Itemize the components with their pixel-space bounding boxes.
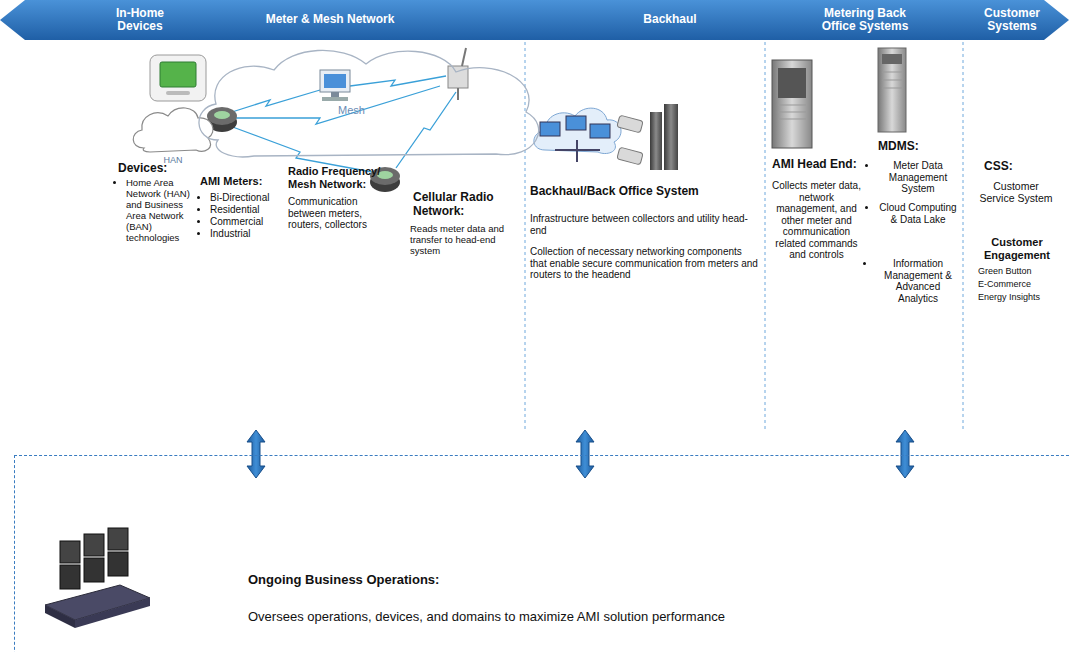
description: Collection of necessary networking compo… <box>530 246 758 281</box>
mesh-cloud-shape <box>190 42 552 162</box>
banner-arrow: In-Home Devices Meter & Mesh Network Backh… <box>0 0 1069 40</box>
description: Home Area Network (HAN) and Business Are… <box>126 178 202 244</box>
list-item: Information Management & Advanced Analyt… <box>876 258 960 304</box>
description: Infrastructure between collectors and ut… <box>530 213 758 236</box>
group-heading: Cellular Radio Network: <box>413 191 513 219</box>
description: Reads meter data and transfer to head-en… <box>410 224 514 257</box>
group-heading: Radio Frequency/ Mesh Network: <box>288 165 400 190</box>
group-heading: Backhaul/Back Office System <box>530 185 758 199</box>
list-item: Meter Data Management System <box>878 160 958 195</box>
group-heading: CSS: <box>984 160 1054 174</box>
operations-panel: Ongoing Business Operations: Oversees ope… <box>14 455 1069 652</box>
section-heading: Backhaul <box>615 13 725 26</box>
panel-heading: Ongoing Business Operations: <box>248 573 439 588</box>
list-item: Cloud Computing & Data Lake <box>878 202 958 225</box>
han-cloud: HAN <box>126 100 220 166</box>
section-heading: In-Home Devices <box>102 7 178 33</box>
list-item: Green Button <box>978 266 1064 276</box>
list-item: Residential <box>210 204 284 216</box>
group-heading: MDMS: <box>878 140 948 154</box>
section-heading: Metering Back Office Systems <box>809 7 921 33</box>
list-item: Bi-Directional <box>210 192 284 204</box>
list-item: Energy Insights <box>978 292 1064 302</box>
section-heading: Meter & Mesh Network <box>220 13 440 26</box>
list-item: Industrial <box>210 228 284 240</box>
panel-body: Oversees operations, devices, and domain… <box>248 610 1048 625</box>
mesh-cloud: Mesh <box>190 42 552 162</box>
list-item: E-Commerce <box>978 279 1064 289</box>
description: Collects meter data, network management,… <box>768 180 865 261</box>
list-item: Commercial <box>210 216 284 228</box>
group-heading: AMI Head End: <box>772 158 867 172</box>
group-heading: Devices: <box>118 162 198 176</box>
description: Customer Service System <box>975 180 1057 204</box>
group-heading: Customer Engagement <box>970 236 1064 261</box>
cloud-label: Mesh <box>338 104 365 117</box>
description: Communication between meters, routers, c… <box>288 196 392 231</box>
group-heading: AMI Meters: <box>200 175 282 188</box>
section-heading: Customer Systems <box>979 7 1045 33</box>
